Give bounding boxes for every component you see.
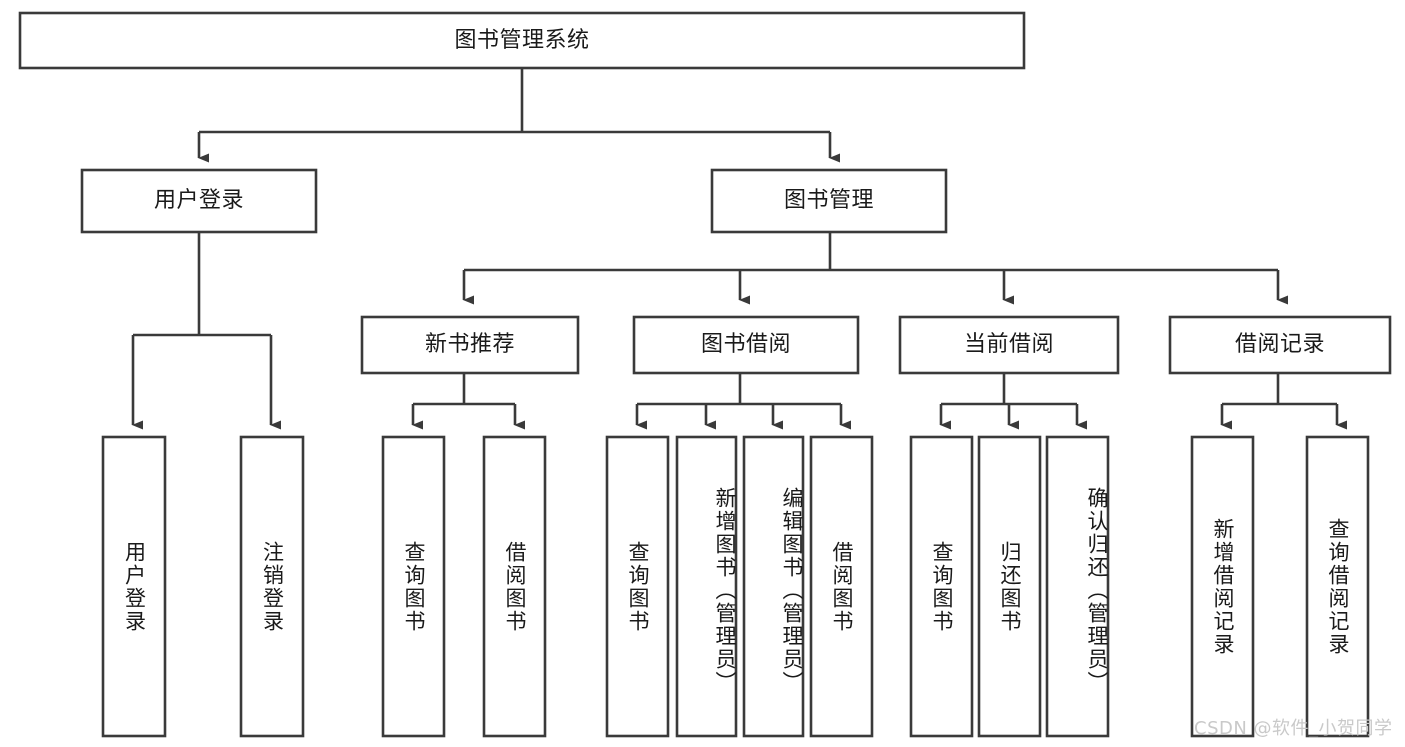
box-leaf-query-book-1 — [381, 435, 446, 738]
box-user-login — [80, 168, 318, 234]
box-leaf-return-book — [977, 435, 1042, 738]
box-leaf-borrow-book-2 — [809, 435, 874, 738]
box-root — [18, 11, 1026, 70]
connector-layer — [131, 68, 1347, 430]
box-new-book-rec — [360, 315, 580, 375]
box-leaf-user-login — [101, 435, 167, 738]
box-leaf-query-book-3 — [909, 435, 974, 738]
box-book-manage — [710, 168, 948, 234]
box-leaf-add-record — [1190, 435, 1255, 738]
box-current-borrow — [898, 315, 1120, 375]
box-leaf-edit-book — [742, 435, 805, 738]
box-leaf-query-book-2 — [605, 435, 670, 738]
box-borrow-record — [1168, 315, 1392, 375]
box-leaf-query-record — [1305, 435, 1370, 738]
box-leaf-borrow-book-1 — [482, 435, 547, 738]
box-book-borrow — [632, 315, 860, 375]
box-leaf-add-book — [675, 435, 738, 738]
box-leaf-logout — [239, 435, 305, 738]
node-box-layer — [18, 11, 1392, 738]
box-leaf-confirm-return — [1045, 435, 1110, 738]
